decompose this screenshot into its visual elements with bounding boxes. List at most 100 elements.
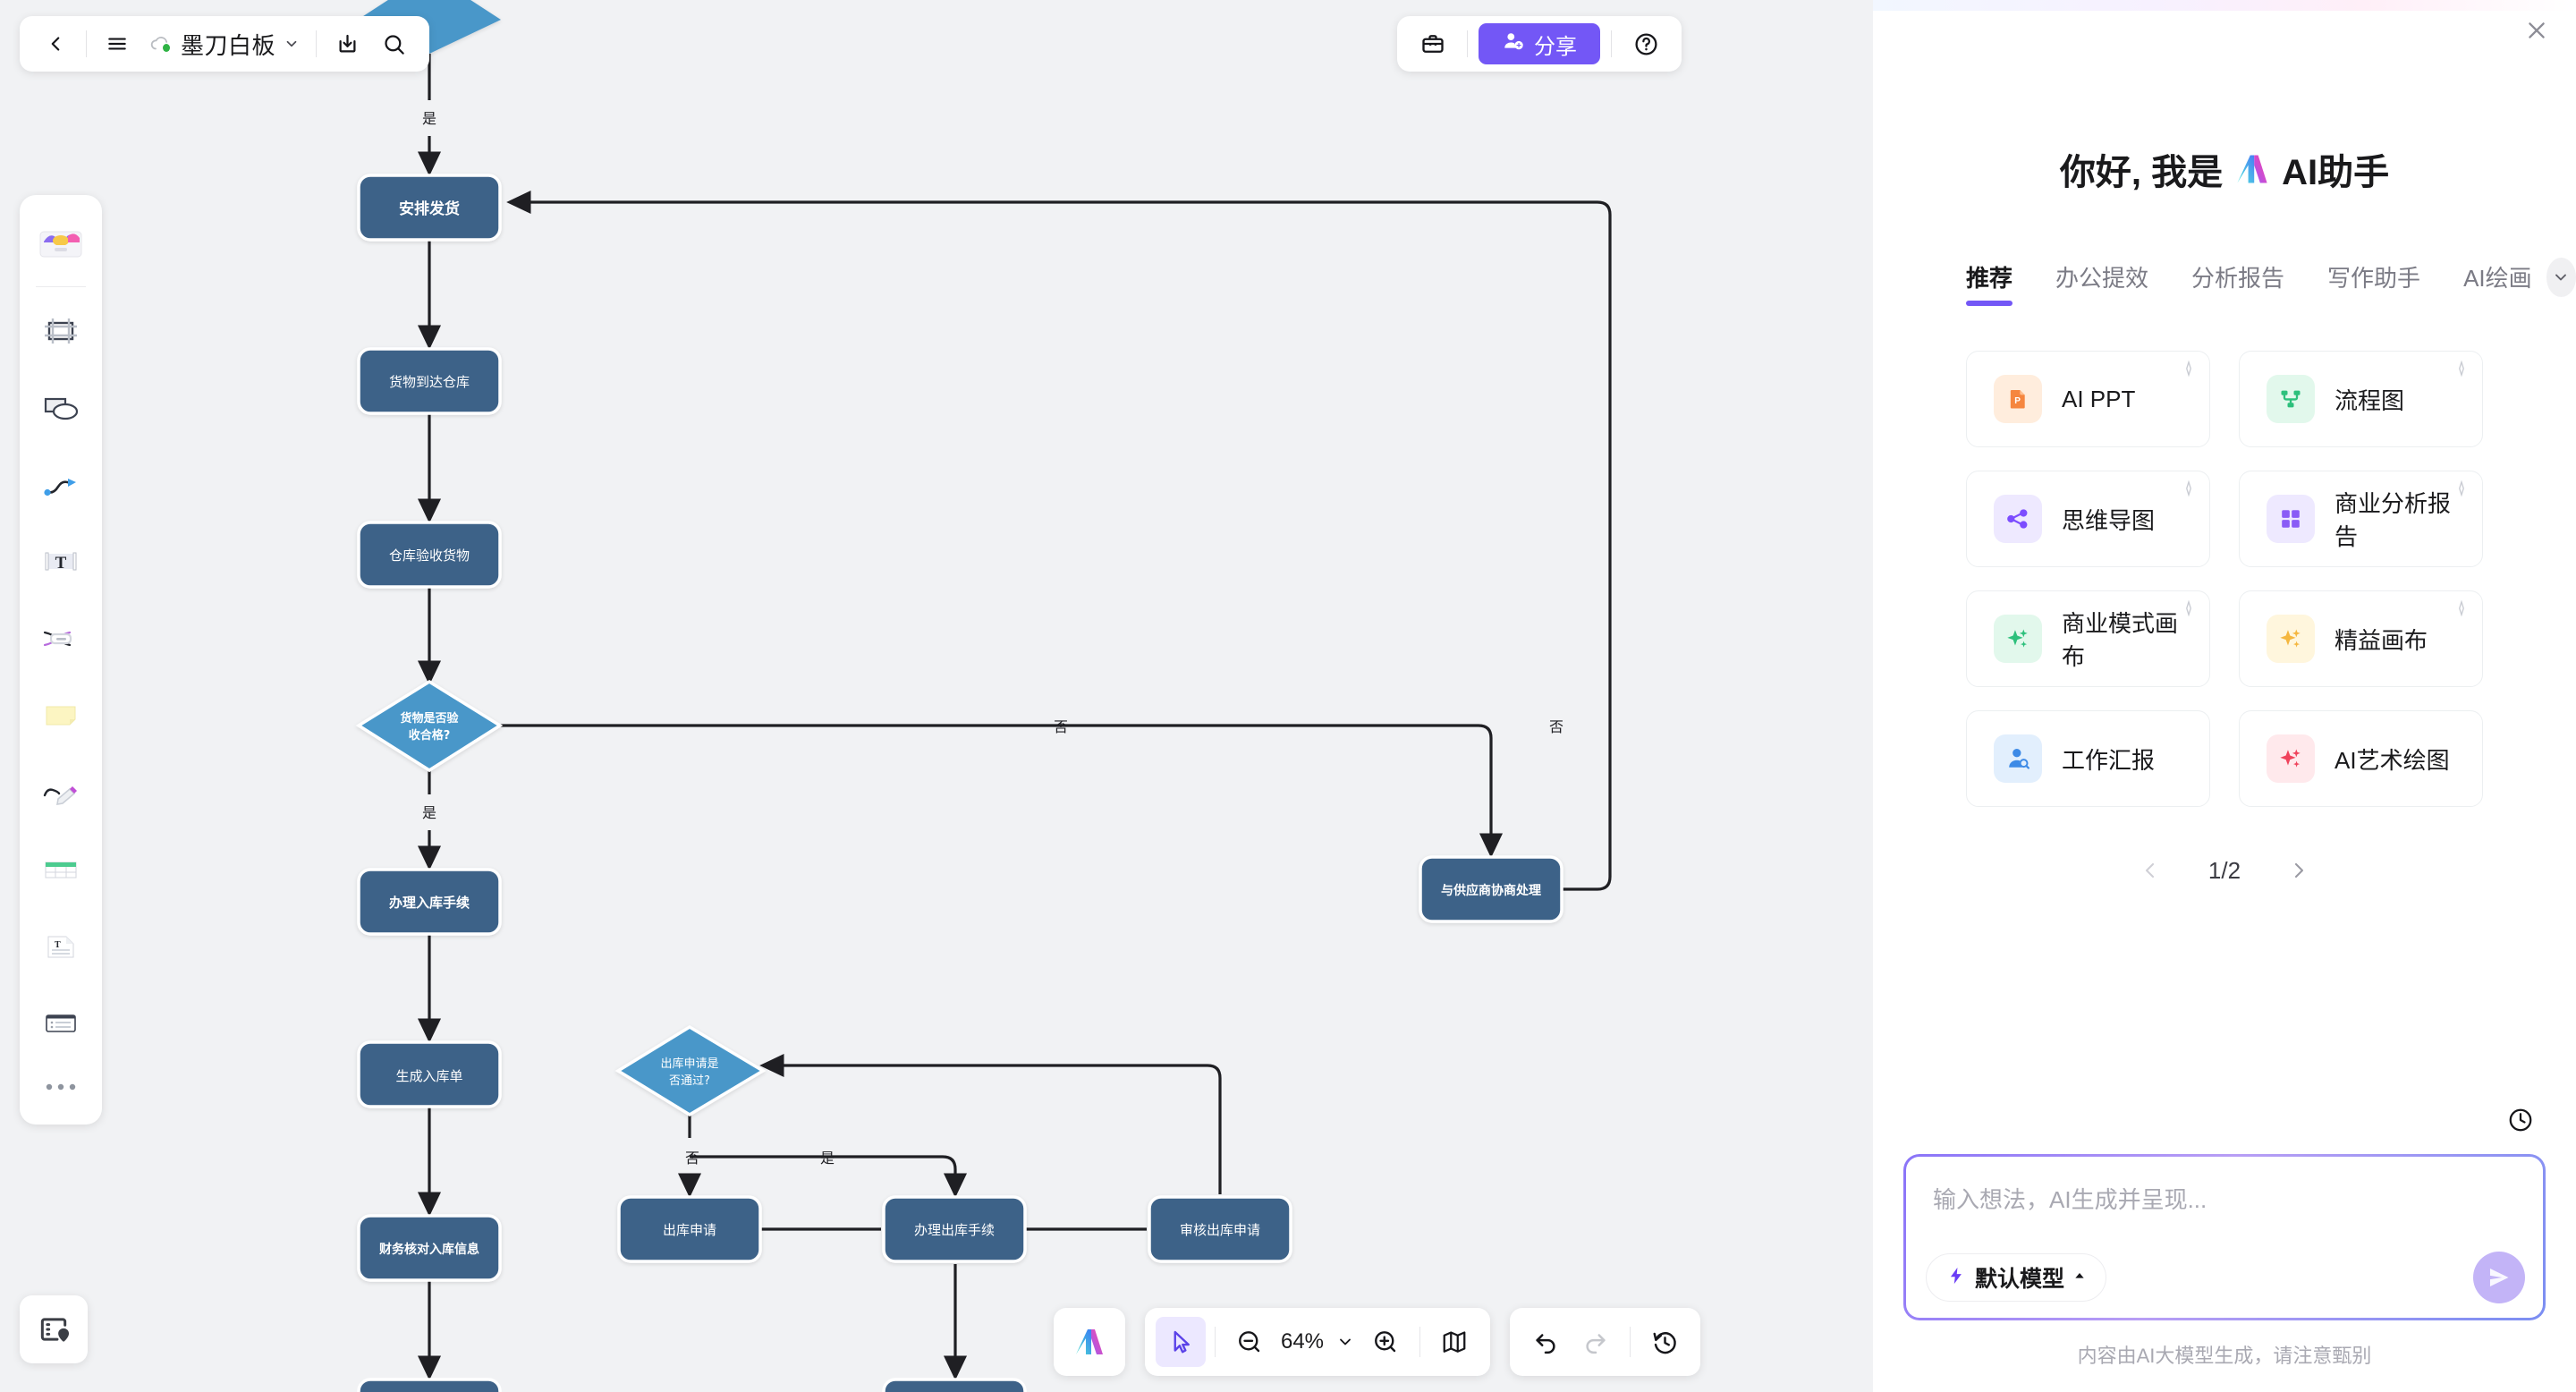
svg-text:T: T xyxy=(55,940,61,950)
list-icon[interactable] xyxy=(29,985,93,1062)
divider xyxy=(1419,1327,1420,1357)
tab-analysis-report[interactable]: 分析报告 xyxy=(2191,264,2285,292)
clock-history-icon[interactable] xyxy=(2501,1100,2540,1140)
flow-node-decision[interactable]: 出库申请是 否通过? xyxy=(614,1024,767,1117)
ai-prompt-input-wrapper: 输入想法，AI生成并呈现... 默认模型 xyxy=(1903,1154,2546,1320)
divider xyxy=(1611,30,1612,57)
close-icon[interactable] xyxy=(2517,11,2556,50)
minimap-icon[interactable] xyxy=(1429,1317,1479,1367)
zoom-level-value[interactable]: 64% xyxy=(1280,1329,1325,1354)
ai-card-work-report[interactable]: 工作汇报 xyxy=(1966,710,2210,807)
version-history-icon[interactable] xyxy=(1640,1317,1690,1367)
flow-node-process[interactable]: 财务核对入库信息 xyxy=(357,1214,502,1282)
tab-recommend[interactable]: 推荐 xyxy=(1966,260,2034,306)
flow-node-clipped-bottom-center[interactable] xyxy=(882,1378,1027,1392)
redo-icon[interactable] xyxy=(1571,1317,1621,1367)
ai-card-business-analysis-report[interactable]: 商业分析报告 xyxy=(2239,471,2483,567)
ai-card-flowchart[interactable]: 流程图 xyxy=(2239,351,2483,447)
tab-ai-painting[interactable]: AI绘画 xyxy=(2463,264,2532,292)
help-icon[interactable] xyxy=(1623,22,1669,65)
divider xyxy=(316,30,318,57)
caret-up-icon xyxy=(2073,1269,2086,1286)
pagination-value: 1/2 xyxy=(2207,856,2241,884)
sparkle-badge-icon xyxy=(2181,360,2197,381)
ai-feature-card-grid: P AI PPT 流程图 思维导图 xyxy=(1966,351,2483,807)
shapes-icon[interactable] xyxy=(29,369,93,446)
search-icon[interactable] xyxy=(370,22,417,65)
ai-card-ai-ppt[interactable]: P AI PPT xyxy=(1966,351,2210,447)
ai-assistant-panel: 你好, 我是 AI助手 推荐 办公提效 分析报告 写作助手 AI绘画 xyxy=(1873,0,2576,1392)
more-icon[interactable] xyxy=(29,1062,93,1112)
table-icon[interactable] xyxy=(29,831,93,908)
text-icon[interactable]: T xyxy=(29,523,93,600)
briefcase-icon[interactable] xyxy=(1410,22,1456,65)
undo-icon[interactable] xyxy=(1521,1317,1571,1367)
model-selector[interactable]: 默认模型 xyxy=(1926,1253,2107,1302)
tab-writing-assistant[interactable]: 写作助手 xyxy=(2327,264,2421,292)
send-button[interactable] xyxy=(2473,1252,2525,1303)
whiteboard-canvas[interactable]: 安排发货 货物到达仓库 仓库验收货物 货物是否验 收合格? 办理入库手续 xyxy=(0,0,1873,1392)
ai-greeting: 你好, 我是 AI助手 xyxy=(1873,143,2576,195)
top-right-toolbar: 分享 xyxy=(1397,16,1682,72)
flow-node-process[interactable]: 审核出库申请 xyxy=(1148,1195,1292,1263)
sticky-note-icon[interactable] xyxy=(29,677,93,754)
flow-node-process[interactable]: 安排发货 xyxy=(357,174,502,242)
modao-logo-icon xyxy=(2233,152,2271,186)
svg-text:安排发货: 安排发货 xyxy=(399,199,460,218)
tabs-chevron-down-icon[interactable] xyxy=(2546,258,2576,297)
flow-node-clipped-bottom-left[interactable] xyxy=(357,1378,502,1392)
sparkle-badge-icon xyxy=(2453,480,2470,501)
zoom-in-icon[interactable] xyxy=(1360,1317,1411,1367)
document-title: 墨刀白板 xyxy=(181,31,276,59)
grid-report-icon xyxy=(2267,495,2315,543)
zoom-out-icon[interactable] xyxy=(1224,1317,1275,1367)
ai-card-pagination: 1/2 xyxy=(1873,855,2576,886)
svg-text:生成入库单: 生成入库单 xyxy=(395,1068,462,1084)
frame-icon[interactable] xyxy=(29,293,93,369)
zoom-dropdown-chevron-down-icon[interactable] xyxy=(1330,1317,1360,1367)
flow-node-process[interactable]: 仓库验收货物 xyxy=(357,521,502,589)
mindmap-icon[interactable] xyxy=(29,600,93,677)
pen-icon[interactable] xyxy=(29,754,93,831)
ai-prompt-input[interactable]: 输入想法，AI生成并呈现... 默认模型 xyxy=(1906,1157,2543,1318)
edge-label: 是 xyxy=(422,110,436,127)
share-button[interactable]: 分享 xyxy=(1479,23,1600,64)
minimap-location-button[interactable] xyxy=(20,1295,88,1363)
flow-node-decision[interactable]: 货物是否验 收合格? xyxy=(355,679,504,773)
flow-node-clipped-top[interactable] xyxy=(358,0,501,54)
templates-icon[interactable] xyxy=(29,206,93,283)
chevron-left-icon[interactable] xyxy=(2135,855,2165,886)
ai-card-lean-canvas[interactable]: 精益画布 xyxy=(2239,590,2483,687)
tab-office-efficiency[interactable]: 办公提效 xyxy=(2055,264,2149,292)
flowchart-diagram[interactable]: 安排发货 货物到达仓库 仓库验收货物 货物是否验 收合格? 办理入库手续 xyxy=(0,0,1873,1392)
flow-node-process[interactable]: 货物到达仓库 xyxy=(357,347,502,415)
document-title-chip[interactable]: 墨刀白板 xyxy=(140,24,309,64)
chevron-right-icon[interactable] xyxy=(2284,855,2314,886)
modao-logo-icon[interactable] xyxy=(1064,1317,1114,1367)
back-arrow-icon[interactable] xyxy=(32,22,79,65)
sparkle-yellow-icon xyxy=(2267,615,2315,663)
ai-card-ai-art-drawing[interactable]: AI艺术绘图 xyxy=(2239,710,2483,807)
flow-node-process[interactable]: 生成入库单 xyxy=(357,1040,502,1108)
document-icon[interactable]: T xyxy=(29,908,93,985)
flow-node-process[interactable]: 与供应商协商处理 xyxy=(1419,855,1563,923)
flow-node-process[interactable]: 出库申请 xyxy=(617,1195,762,1263)
download-icon[interactable] xyxy=(324,22,370,65)
sparkle-badge-icon xyxy=(2181,480,2197,501)
hamburger-menu-icon[interactable] xyxy=(94,22,140,65)
connector-icon[interactable] xyxy=(29,446,93,523)
svg-text:收合格?: 收合格? xyxy=(409,728,451,743)
flow-node-process[interactable]: 办理出库手续 xyxy=(882,1195,1027,1263)
cloud-saved-icon xyxy=(149,35,173,53)
divider xyxy=(1215,1327,1216,1357)
divider xyxy=(1467,30,1468,57)
ai-card-mindmap[interactable]: 思维导图 xyxy=(1966,471,2210,567)
flow-node-process[interactable]: 办理入库手续 xyxy=(357,868,502,936)
ai-card-label: 流程图 xyxy=(2334,386,2405,414)
svg-text:货物是否验: 货物是否验 xyxy=(400,711,459,726)
svg-text:出库申请是: 出库申请是 xyxy=(660,1057,718,1071)
spacer xyxy=(1873,886,2576,1100)
cursor-select-icon[interactable] xyxy=(1156,1317,1206,1367)
ai-card-label: AI PPT xyxy=(2062,385,2136,412)
ai-card-business-model-canvas[interactable]: 商业模式画布 xyxy=(1966,590,2210,687)
